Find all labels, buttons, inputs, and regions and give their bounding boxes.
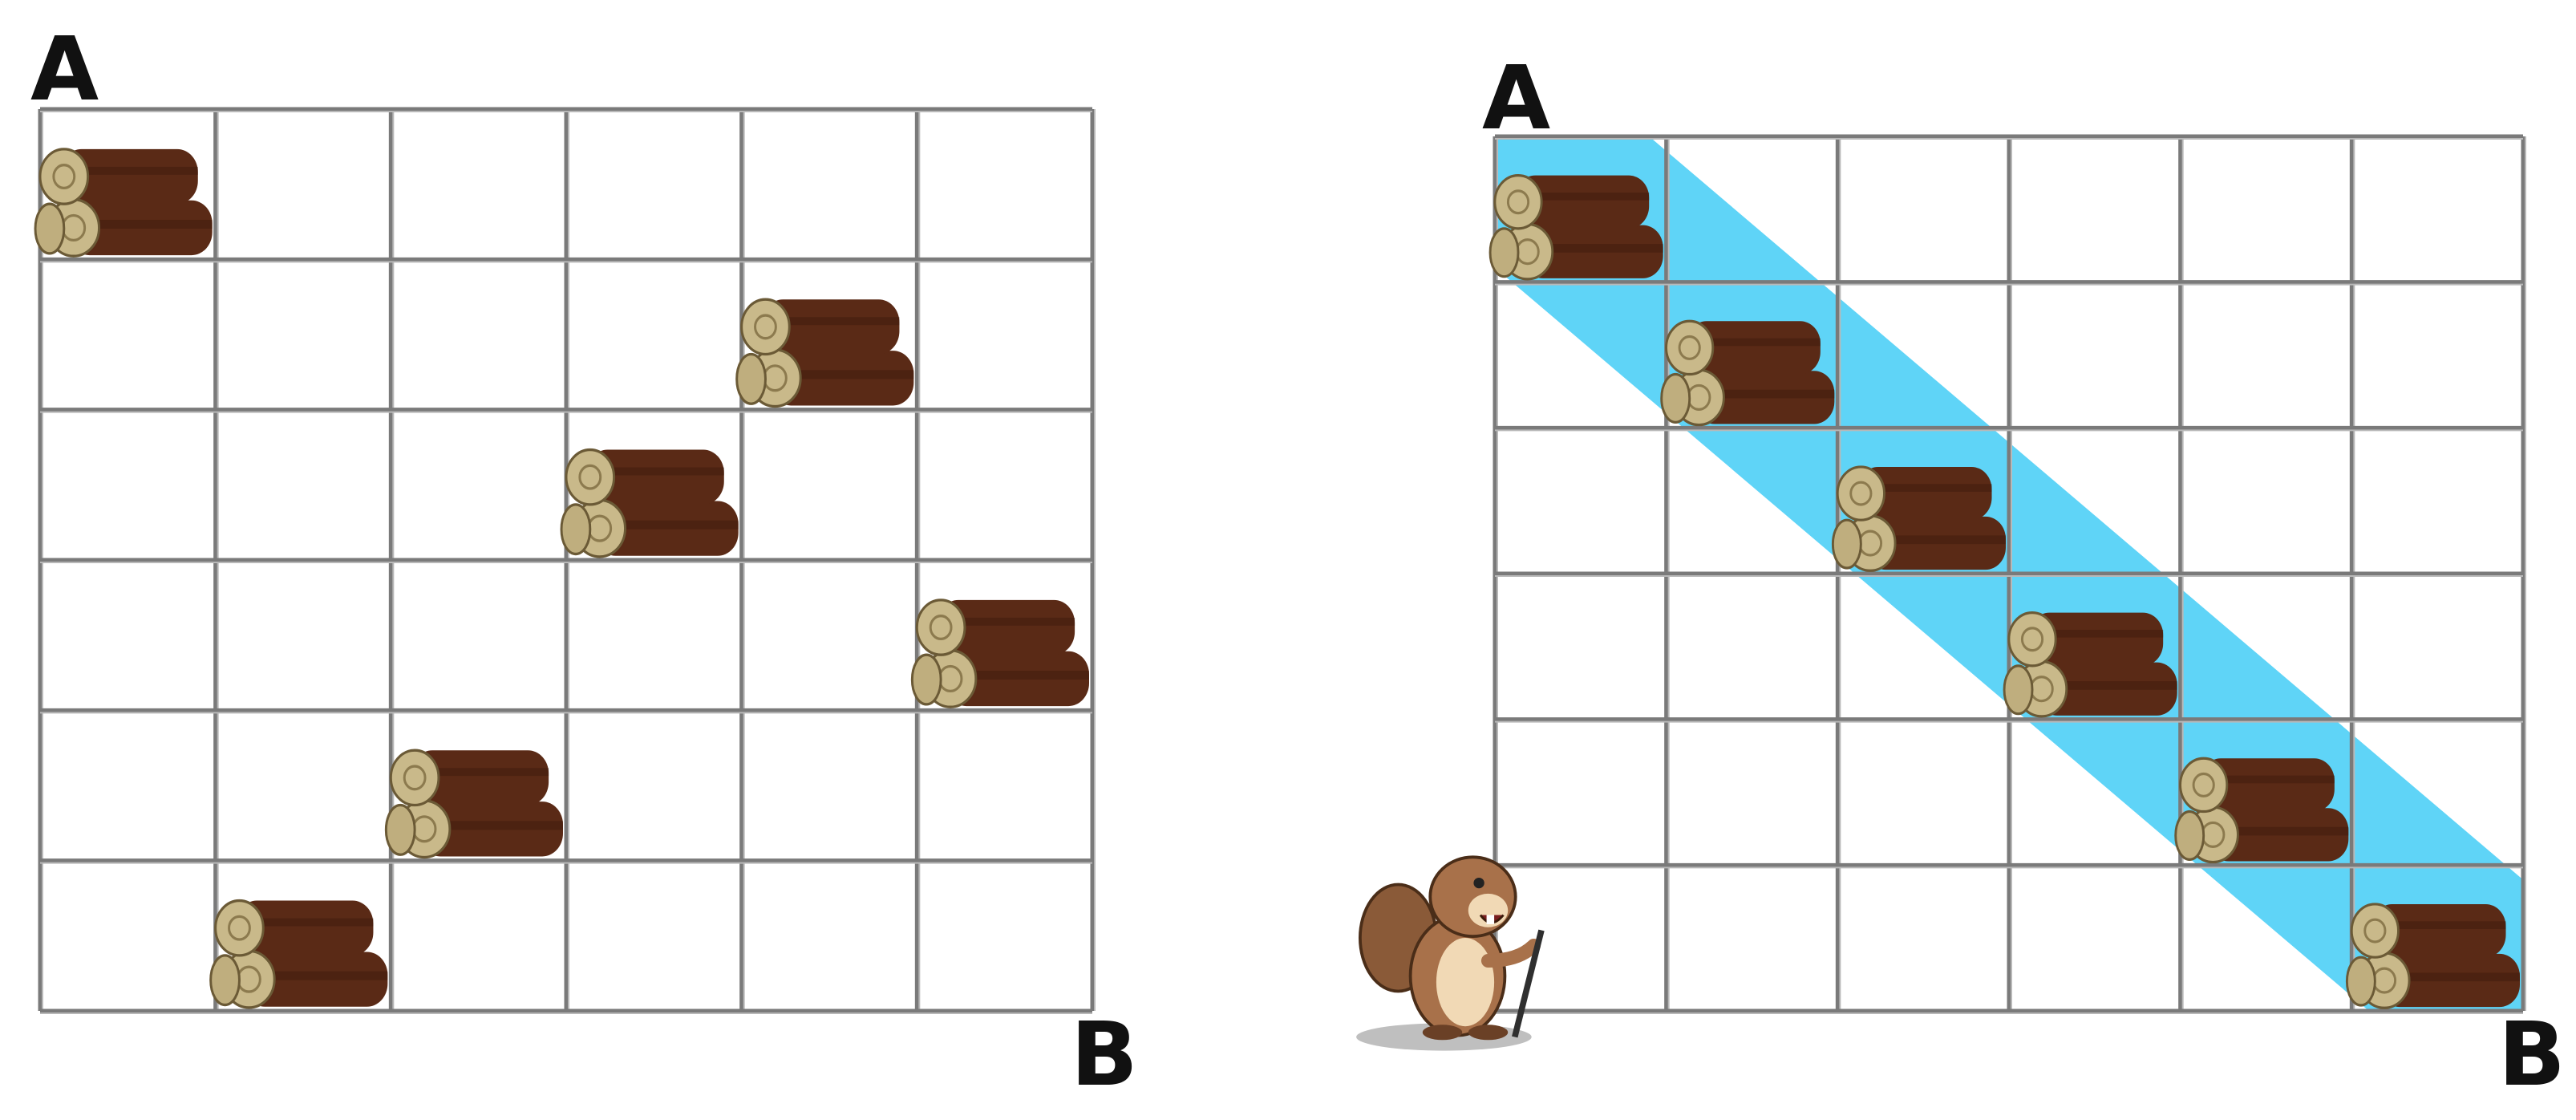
log-pile-icon xyxy=(209,899,389,1009)
left-grid xyxy=(38,107,1096,1014)
log-pile-icon xyxy=(735,298,915,408)
log-pile-icon xyxy=(560,448,740,558)
right-beaver xyxy=(1356,857,1541,1050)
right-end-label: B xyxy=(2498,1003,2566,1106)
log-pile-icon xyxy=(384,749,565,859)
left-end-label: B xyxy=(1071,1003,1138,1106)
log-pile-icon xyxy=(1831,465,2007,572)
log-pile-icon xyxy=(2174,757,2350,864)
beaver-icon xyxy=(1356,857,1541,1050)
left-start-label: A xyxy=(30,18,99,120)
right-puzzle: A B xyxy=(1356,47,2566,1106)
left-puzzle: A B xyxy=(30,18,1138,1106)
log-pile-icon xyxy=(1660,319,1836,427)
right-start-label: A xyxy=(1482,47,1550,149)
log-pile-icon xyxy=(34,148,214,258)
left-logs xyxy=(34,148,1091,1009)
log-pile-icon xyxy=(2345,903,2521,1009)
log-pile-icon xyxy=(2003,611,2179,718)
log-pile-icon xyxy=(910,599,1091,708)
right-grid xyxy=(1493,134,2526,1014)
log-pile-icon xyxy=(1488,174,1665,281)
